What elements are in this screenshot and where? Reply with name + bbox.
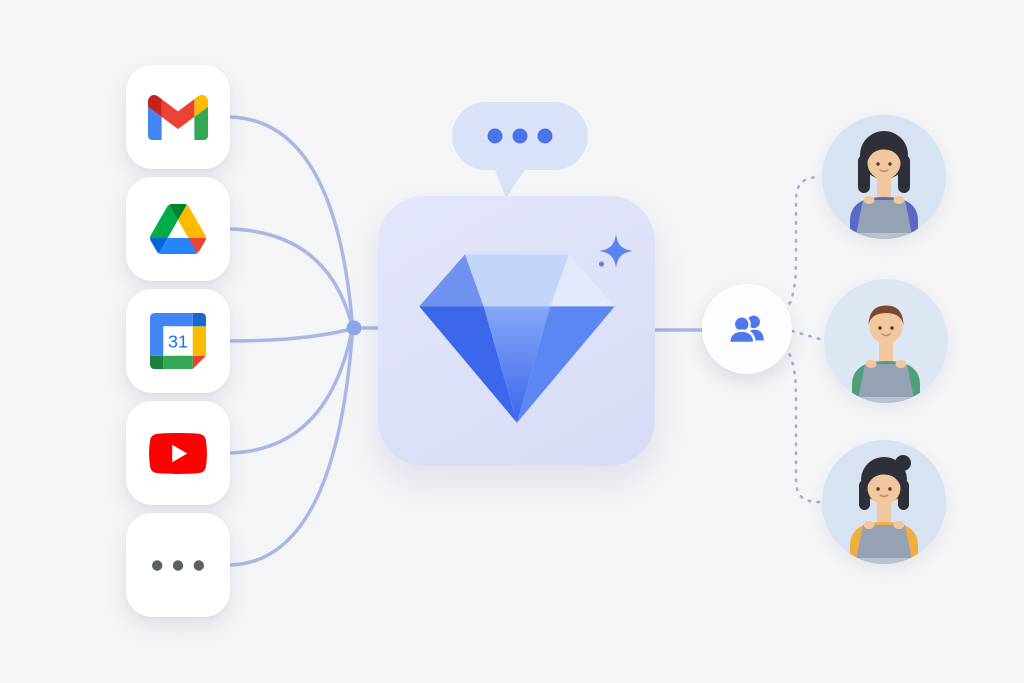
- app-card-more: [126, 513, 230, 617]
- hair-right: [898, 155, 910, 193]
- laptop-screen: [856, 525, 912, 560]
- user-avatar-top: [822, 115, 946, 239]
- connector-more-line: [228, 335, 354, 567]
- calendar-day-label: 31: [168, 331, 188, 351]
- bangs: [867, 143, 901, 161]
- diamond-gem-icon: [418, 254, 615, 423]
- person-illustration-bottom: [822, 440, 946, 564]
- hair: [868, 305, 904, 326]
- gmail-icon: [148, 94, 208, 140]
- app-card-youtube: [126, 401, 230, 505]
- app-card-drive: [126, 177, 230, 281]
- connector-youtube-line: [228, 333, 353, 455]
- diamond-facets: [418, 254, 615, 423]
- ellipsis-icon: [152, 559, 204, 571]
- junction-dot: [346, 320, 362, 336]
- hand-left: [863, 196, 875, 204]
- google-calendar-icon: 31: [150, 313, 206, 369]
- face: [867, 471, 901, 505]
- face: [869, 310, 903, 344]
- laptop-screen: [856, 200, 912, 235]
- connector-drive-line: [228, 227, 353, 324]
- user-avatar-bottom: [822, 440, 946, 564]
- smile: [881, 333, 891, 337]
- hair-right: [898, 480, 909, 510]
- google-drive-icon: [150, 204, 206, 254]
- hand-left: [865, 360, 877, 368]
- connector-calendar-line: [228, 327, 353, 343]
- smile: [879, 169, 889, 173]
- bangs: [867, 468, 901, 486]
- neck: [877, 173, 891, 199]
- typing-dots-icon: [487, 128, 553, 144]
- dashed-line-user-top: [784, 175, 822, 314]
- hair-left: [858, 155, 870, 193]
- users-node: [702, 284, 792, 374]
- smile: [879, 494, 889, 498]
- user-avatar-middle: [824, 279, 948, 403]
- hand-right: [895, 360, 907, 368]
- laptop-screen: [858, 364, 914, 399]
- person-front-glyph: [728, 315, 756, 345]
- neck: [877, 498, 891, 524]
- app-card-calendar: 31: [126, 289, 230, 393]
- face-features: [876, 487, 892, 491]
- bubble-tail: [492, 162, 530, 198]
- person-illustration-top: [822, 115, 946, 239]
- dashed-line-user-bottom: [784, 344, 822, 504]
- youtube-icon: [149, 432, 207, 474]
- face: [867, 146, 901, 180]
- chat-bubble: [452, 102, 588, 198]
- person-illustration-middle: [824, 279, 948, 403]
- hand-right: [893, 521, 905, 529]
- neck: [879, 337, 893, 363]
- hair-left: [859, 480, 870, 510]
- ai-gem-panel: [378, 196, 655, 466]
- dashed-line-user-middle: [790, 329, 825, 342]
- hand-right: [893, 196, 905, 204]
- face-features: [878, 326, 894, 330]
- connector-gmail-line: [228, 115, 354, 322]
- people-icon: [728, 315, 764, 345]
- hand-left: [863, 521, 875, 529]
- sparkle-icon: [598, 234, 633, 268]
- face-features: [876, 162, 892, 166]
- app-card-gmail: [126, 65, 230, 169]
